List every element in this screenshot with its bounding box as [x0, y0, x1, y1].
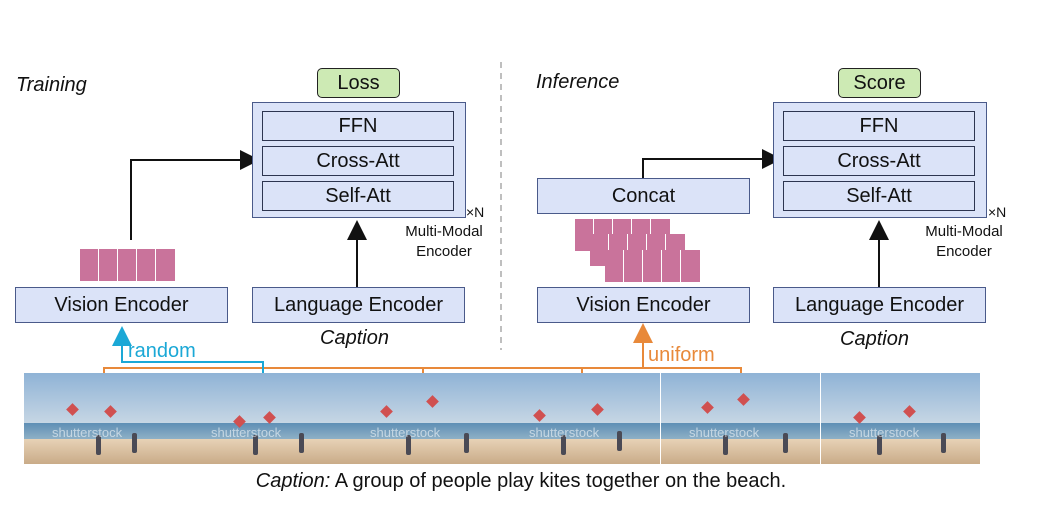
self-att-layer: Self-Att — [783, 181, 975, 211]
vision-to-crossatt-arrow — [130, 150, 260, 240]
watermark: shutterstock — [52, 425, 123, 440]
concat-box: Concat — [537, 178, 750, 214]
loss-box: Loss — [317, 68, 400, 98]
video-frame-4: shutterstock — [501, 373, 660, 464]
video-frame-6: shutterstock — [821, 373, 980, 464]
video-frame-3: shutterstock — [342, 373, 501, 464]
vision-tokens-train — [80, 249, 175, 281]
random-label: random — [128, 340, 196, 362]
inference-label: Inference — [536, 71, 620, 93]
multimodal-encoder-infer: FFN Cross-Att Self-Att — [773, 102, 987, 218]
watermark: shutterstock — [370, 425, 441, 440]
multimodal-encoder-label: Multi-Modal Encoder — [394, 222, 494, 262]
mm-label-line2: Encoder — [936, 243, 992, 260]
self-att-layer: Self-Att — [262, 181, 454, 211]
multimodal-encoder-train: FFN Cross-Att Self-Att — [252, 102, 466, 218]
caption-label-train: Caption — [320, 327, 389, 349]
language-encoder-train: Language Encoder — [252, 287, 465, 323]
training-label: Training — [16, 74, 87, 96]
repeat-n-label: ×N — [988, 204, 1007, 220]
mm-label-line2: Encoder — [416, 243, 472, 260]
concat-to-crossatt-arrow — [642, 149, 782, 178]
vision-tokens-infer-3 — [605, 250, 700, 282]
mm-label-line1: Multi-Modal — [405, 223, 483, 240]
uniform-label: uniform — [648, 344, 715, 366]
ffn-layer: FFN — [262, 111, 454, 141]
multimodal-encoder-label: Multi-Modal Encoder — [914, 222, 1014, 262]
watermark: shutterstock — [529, 425, 600, 440]
score-box: Score — [838, 68, 921, 98]
cross-att-layer: Cross-Att — [262, 146, 454, 176]
video-frame-1: shutterstock — [24, 373, 183, 464]
watermark: shutterstock — [689, 425, 760, 440]
figure-caption: Caption: A group of people play kites to… — [0, 470, 1042, 493]
language-encoder-infer: Language Encoder — [773, 287, 986, 323]
watermark: shutterstock — [211, 425, 282, 440]
video-frame-2: shutterstock — [183, 373, 342, 464]
caption-text: A group of people play kites together on… — [330, 470, 787, 492]
video-frame-5: shutterstock — [661, 373, 820, 464]
mm-label-line1: Multi-Modal — [925, 223, 1003, 240]
cross-att-layer: Cross-Att — [783, 146, 975, 176]
caption-prefix: Caption: — [255, 470, 331, 492]
caption-label-infer: Caption — [840, 328, 909, 350]
watermark: shutterstock — [849, 425, 920, 440]
vision-encoder-infer: Vision Encoder — [537, 287, 750, 323]
random-arrow — [112, 326, 264, 373]
repeat-n-label: ×N — [466, 204, 485, 220]
vision-encoder-train: Vision Encoder — [15, 287, 228, 323]
ffn-layer: FFN — [783, 111, 975, 141]
